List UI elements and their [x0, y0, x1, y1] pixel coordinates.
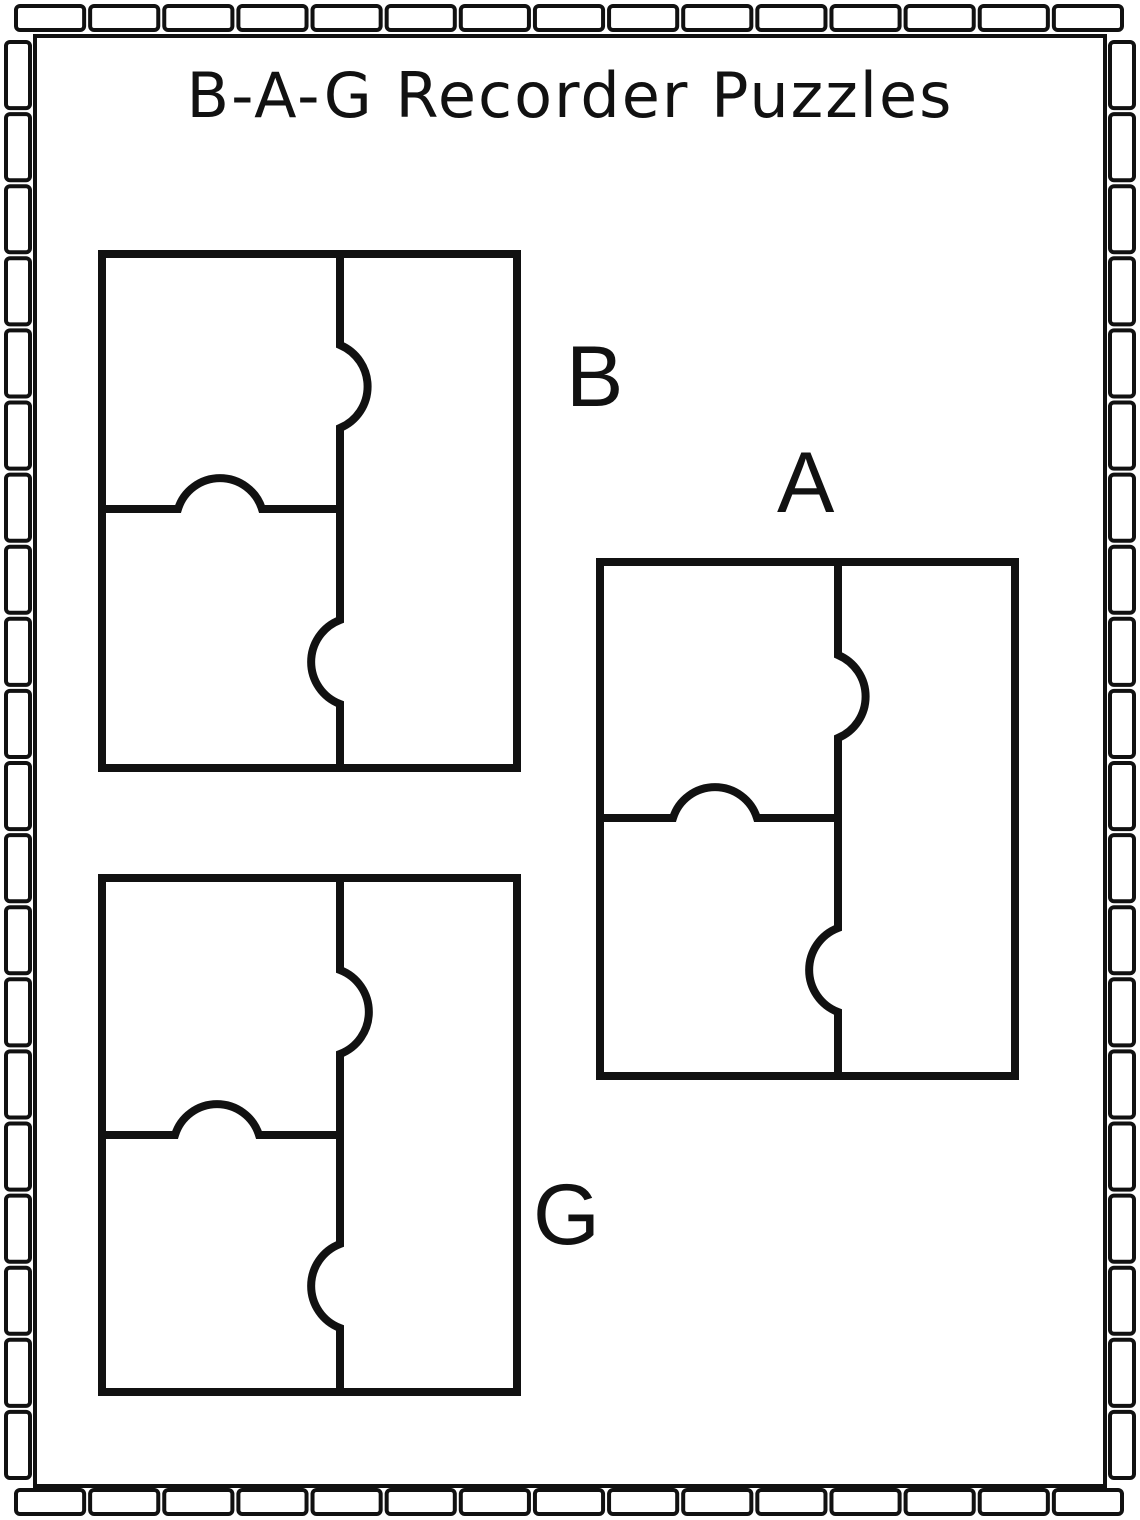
border-tile	[977, 1488, 1050, 1516]
border-tile	[1108, 1193, 1136, 1264]
border-tile	[4, 544, 32, 615]
border-tile	[755, 4, 828, 32]
border-tile	[1108, 544, 1136, 615]
border-tile	[4, 833, 32, 904]
border-tile	[4, 472, 32, 543]
border-tile	[977, 4, 1050, 32]
border-tile	[14, 1488, 87, 1516]
border-tile	[1108, 1337, 1136, 1408]
border-tile	[458, 1488, 531, 1516]
note-label-g: G	[533, 1167, 600, 1263]
border-tile	[1108, 112, 1136, 183]
border-tile	[1051, 1488, 1125, 1516]
border-tile	[4, 905, 32, 976]
border-tile	[1108, 184, 1136, 255]
border-tile	[903, 1488, 976, 1516]
border-tile	[4, 112, 32, 183]
border-tile	[4, 1337, 32, 1408]
border-tile	[236, 4, 309, 32]
border-tile	[384, 1488, 457, 1516]
border-tile	[4, 328, 32, 399]
border-tile	[4, 256, 32, 327]
note-label-a: A	[777, 435, 835, 531]
border-tile	[458, 4, 531, 32]
border-tile	[829, 1488, 902, 1516]
page-title: B-A-G Recorder Puzzles	[186, 59, 954, 132]
border-tile	[607, 4, 680, 32]
border-tile	[14, 4, 87, 32]
border-tile	[755, 1488, 828, 1516]
border-tile	[1108, 616, 1136, 687]
border-tile	[4, 1193, 32, 1264]
border-tile	[4, 1121, 32, 1192]
border-tile	[236, 1488, 309, 1516]
border-tile	[4, 977, 32, 1048]
border-tile	[1108, 905, 1136, 976]
border-tile	[1051, 4, 1125, 32]
border-tile	[607, 1488, 680, 1516]
border-tile	[1108, 688, 1136, 760]
border-tile	[532, 1488, 606, 1516]
border-tile	[4, 761, 32, 832]
border-tile	[1108, 1049, 1136, 1120]
border-tile	[681, 4, 754, 32]
border-tile	[4, 40, 32, 111]
border-tile	[532, 4, 606, 32]
border-tile	[1108, 1121, 1136, 1192]
border-tile	[4, 184, 32, 255]
border-tile	[162, 1488, 235, 1516]
note-label-b: B	[566, 329, 624, 425]
border-tiles	[4, 4, 1136, 1516]
border-tile	[4, 616, 32, 687]
border-tile	[1108, 472, 1136, 543]
border-tile	[1108, 328, 1136, 399]
border-tile	[4, 688, 32, 760]
border-tile	[1108, 1265, 1136, 1336]
border-tile	[4, 1409, 32, 1481]
border-tile	[1108, 400, 1136, 471]
border-tile	[681, 1488, 754, 1516]
border-tile	[4, 1049, 32, 1120]
border-tile	[1108, 977, 1136, 1048]
border-tile	[1108, 40, 1136, 111]
border-tile	[4, 400, 32, 471]
border-tile	[829, 4, 902, 32]
border-inner-line	[33, 34, 1107, 1488]
border-tile	[1108, 833, 1136, 904]
border-tile	[384, 4, 457, 32]
border-tile	[162, 4, 235, 32]
border-tile	[1108, 1409, 1136, 1481]
border-tile	[88, 4, 161, 32]
border-tile	[88, 1488, 161, 1516]
border-tile	[903, 4, 976, 32]
border-tile	[4, 1265, 32, 1336]
border-tile	[310, 1488, 383, 1516]
border-tile	[310, 4, 383, 32]
border-tile	[1108, 256, 1136, 327]
border-tile	[1108, 761, 1136, 832]
